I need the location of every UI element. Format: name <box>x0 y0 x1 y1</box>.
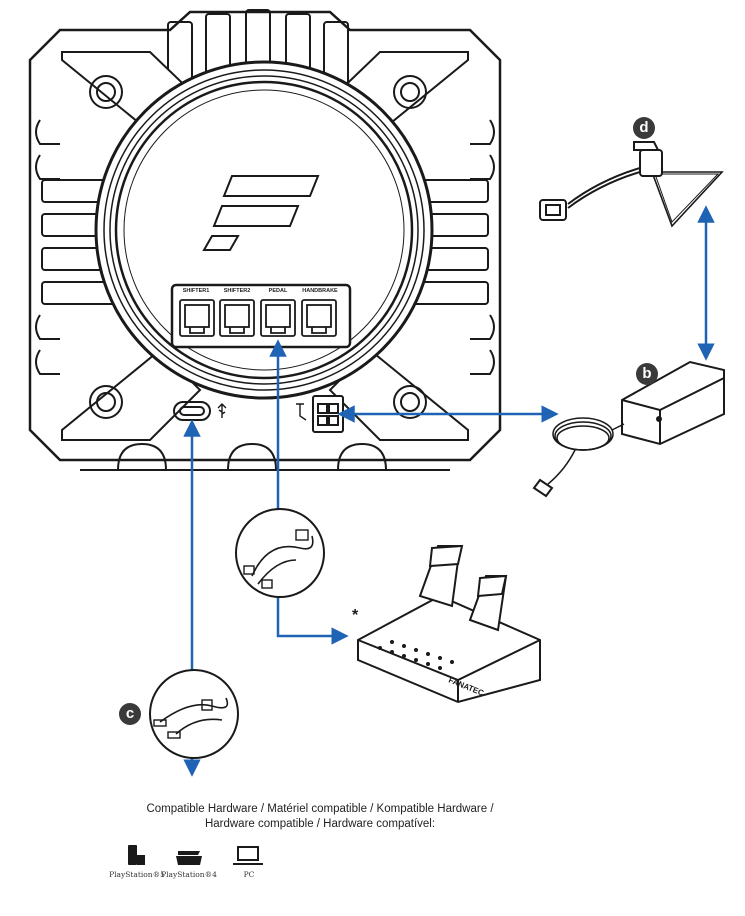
power-socket <box>296 395 344 433</box>
compatible-hardware-text: Compatible Hardware / Matériel compatibl… <box>130 802 510 832</box>
port-label-pedal: PEDAL <box>269 288 288 294</box>
hardware-name-ps5: PlayStation®5 <box>109 870 165 879</box>
usb-c-port <box>173 401 227 421</box>
bottom-clamps <box>70 442 460 471</box>
hardware-name-ps4: PlayStation®4 <box>161 870 217 879</box>
rj12-port-shifter2 <box>219 299 255 337</box>
badge-d: d <box>633 117 655 139</box>
port-label-shifter1: SHIFTER1 <box>183 288 210 294</box>
hardware-item-pc: PC <box>204 838 294 879</box>
compatible-line-2: Hardware compatible / Hardware compatíve… <box>204 818 436 830</box>
pedal-note-asterisk: * <box>352 607 359 624</box>
rj12-port-pedal <box>260 299 296 337</box>
badge-b: b <box>636 363 658 385</box>
usb-cable-callout <box>149 669 239 759</box>
pedal-cable-callout <box>235 508 325 598</box>
rj12-port-handbrake <box>301 299 337 337</box>
port-label-shifter2: SHIFTER2 <box>224 288 251 294</box>
port-label-handbrake: HANDBRAKE <box>302 288 338 294</box>
pedal-set: FANATEC <box>357 544 541 704</box>
laptop-icon <box>233 846 263 865</box>
power-adapter <box>532 360 725 498</box>
badge-c: c <box>119 703 141 725</box>
hardware-name-pc: PC <box>243 870 255 879</box>
hardware-icons <box>128 845 263 865</box>
ps5-console-icon <box>128 845 145 865</box>
compatible-line-1: Compatible Hardware / Matériel compatibl… <box>146 803 494 815</box>
rj12-port-shifter1 <box>179 299 215 337</box>
ps4-console-icon <box>176 851 202 865</box>
port-panel: SHIFTER1 SHIFTER2 PEDAL HANDBRAKE <box>170 283 352 349</box>
hardware-item-ps5: PlayStation®5 <box>92 838 182 879</box>
hardware-item-ps4: PlayStation®4 <box>144 838 234 879</box>
fanatec-logo <box>202 175 320 251</box>
mains-cable <box>539 141 724 228</box>
pedal-connection-line-lower <box>276 580 349 645</box>
